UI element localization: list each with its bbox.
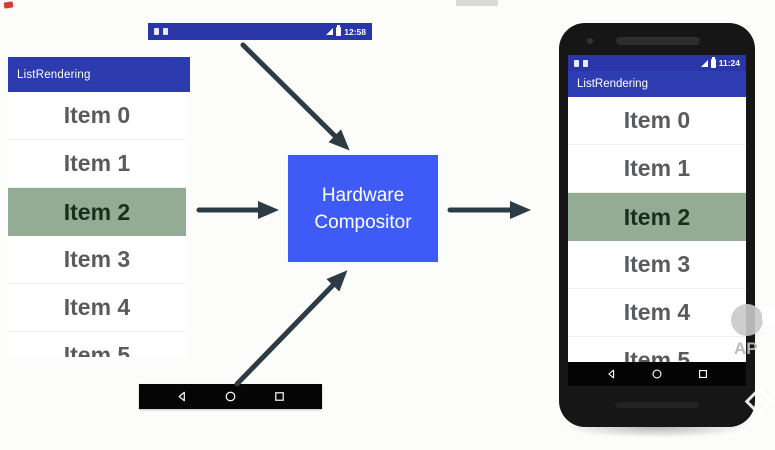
status-time: 12:58 [344, 26, 366, 37]
back-icon[interactable] [175, 390, 188, 403]
phone-status-time: 11:24 [718, 58, 740, 68]
watermark-circle [731, 304, 763, 336]
compositor-label-line2: Compositor [314, 211, 412, 233]
list-item[interactable]: Item 5 [568, 337, 746, 362]
signal-icon [700, 59, 708, 67]
list-item[interactable]: Item 4 [8, 284, 186, 332]
list-item[interactable]: Item 3 [8, 236, 186, 284]
recents-icon[interactable] [273, 390, 286, 403]
list-item[interactable]: Item 0 [568, 97, 746, 145]
phone-device: 11:24 ListRendering Item 0 Item 1 Item 2… [559, 23, 755, 427]
list-item-selected[interactable]: Item 2 [568, 193, 746, 241]
notification-icon [154, 28, 159, 35]
back-icon[interactable] [605, 368, 617, 380]
speaker-grille [616, 37, 700, 45]
arrow-statusbar-to-compositor [240, 42, 350, 151]
top-grey-artifact [456, 0, 498, 6]
list-item[interactable]: Item 4 [568, 289, 746, 337]
notification-icon [583, 59, 588, 67]
red-mark-artifact [3, 1, 14, 9]
phone-status-bar: 11:24 [568, 55, 746, 71]
watermark-pill [762, 307, 775, 325]
phone-list: Item 0 Item 1 Item 2 Item 3 Item 4 Item … [568, 97, 746, 362]
phone-nav-bar [568, 362, 746, 386]
list-item-selected[interactable]: Item 2 [8, 188, 186, 236]
phone-screen: 11:24 ListRendering Item 0 Item 1 Item 2… [568, 55, 746, 386]
battery-icon [710, 56, 716, 68]
arrow-navbar-to-compositor [234, 270, 348, 387]
list-item[interactable]: Item 5 [8, 332, 186, 357]
home-icon[interactable] [224, 390, 237, 403]
list-item[interactable]: Item 1 [8, 140, 186, 188]
nav-bar-layer [139, 384, 322, 409]
signal-icon [326, 28, 334, 35]
notification-icon [574, 59, 579, 67]
phone-app-bar: ListRendering [568, 71, 746, 97]
notification-icon [163, 28, 168, 35]
left-app-title: ListRendering [17, 68, 91, 81]
status-bar-layer: 12:58 [148, 23, 372, 40]
list-item[interactable]: Item 1 [568, 145, 746, 193]
compositor-label-line1: Hardware [321, 184, 405, 206]
left-app-bar: ListRendering [8, 57, 190, 92]
home-icon[interactable] [651, 368, 663, 380]
battery-icon [336, 25, 342, 36]
left-list: Item 0 Item 1 Item 2 Item 3 Item 4 Item … [8, 92, 186, 357]
hardware-compositor-box: Hardware Compositor [288, 155, 438, 262]
list-item[interactable]: Item 3 [568, 241, 746, 289]
phone-chin-slot [615, 402, 699, 408]
list-item[interactable]: Item 0 [8, 92, 186, 140]
recents-icon[interactable] [697, 368, 709, 380]
phone-app-title: ListRendering [577, 78, 648, 90]
watermark-text: AP [734, 339, 758, 358]
camera-icon [587, 38, 593, 44]
